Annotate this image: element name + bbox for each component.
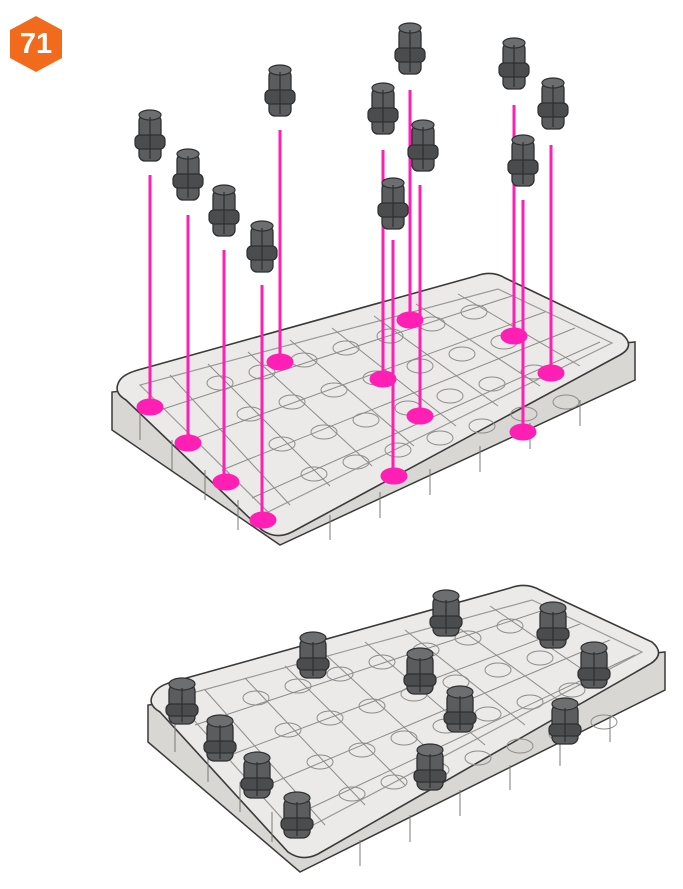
base-plate-top — [112, 273, 635, 545]
standoff-pins-floating — [135, 23, 568, 272]
